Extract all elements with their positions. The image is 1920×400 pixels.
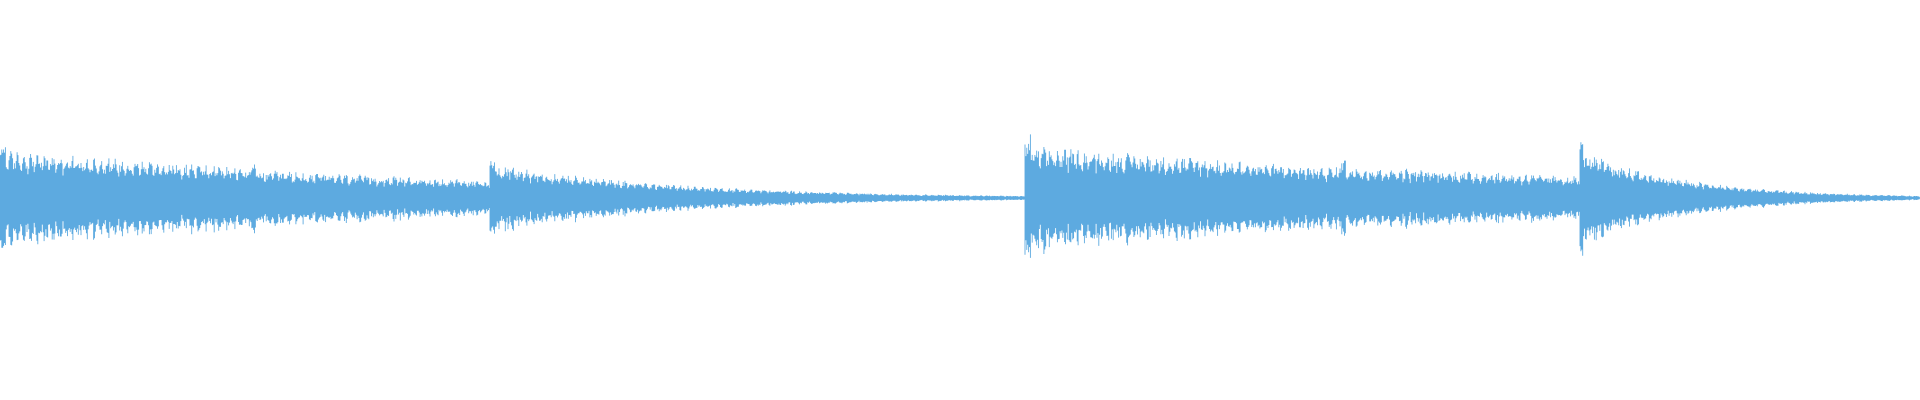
waveform-path	[0, 134, 1920, 258]
waveform-trace	[0, 134, 1920, 258]
